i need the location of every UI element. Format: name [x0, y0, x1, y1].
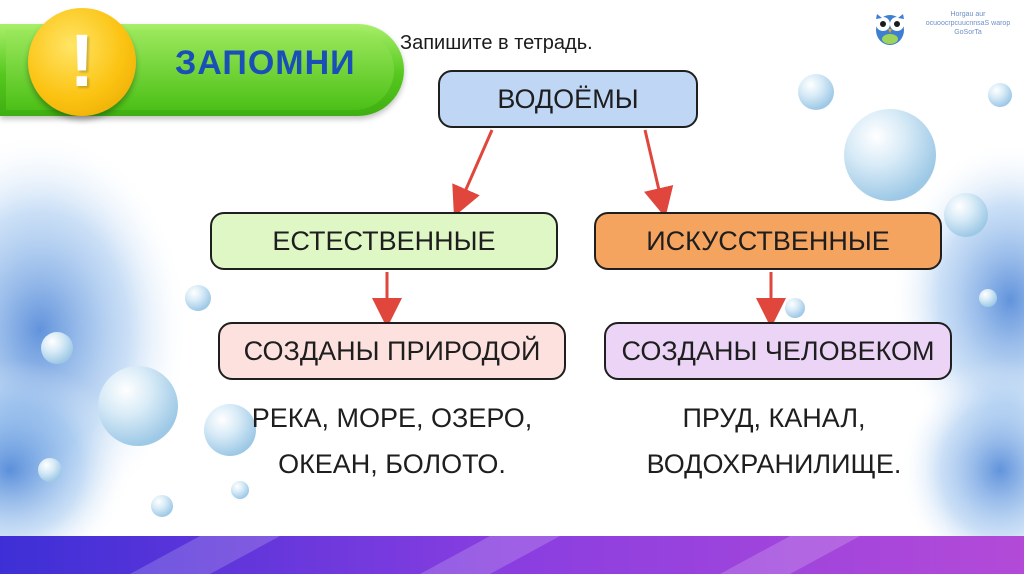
natural-node: ЕСТЕСТВЕННЫЕ [210, 212, 558, 270]
artificial-examples-line-1: ПРУД, КАНАЛ, [682, 403, 866, 433]
root-node-water-bodies: ВОДОЁМЫ [438, 70, 698, 128]
exclamation-badge-icon: ! [28, 8, 136, 116]
bottom-stripe [0, 536, 1024, 574]
natural-examples: РЕКА, МОРЕ, ОЗЕРО, ОКЕАН, БОЛОТО. [212, 395, 572, 487]
arrow-root-to-artificial [643, 129, 674, 218]
instruction-text: Запишите в тетрадь. [400, 32, 593, 54]
artificial-node: ИСКУССТВЕННЫЕ [594, 212, 942, 270]
natural-examples-line-2: ОКЕАН, БОЛОТО. [278, 449, 506, 479]
exclamation-mark: ! [69, 19, 95, 102]
natural-examples-line-1: РЕКА, МОРЕ, ОЗЕРО, [251, 403, 533, 433]
natural-description-node: СОЗДАНЫ ПРИРОДОЙ [218, 322, 566, 380]
bubbles [38, 74, 1012, 517]
artificial-description-node: СОЗДАНЫ ЧЕЛОВЕКОМ [604, 322, 952, 380]
artificial-examples-line-2: ВОДОХРАНИЛИЩЕ. [646, 449, 902, 479]
logo-caption: Horgau aur ocuoocrpcuucnnsaS warop GoSor… [925, 11, 1011, 36]
owl-icon [876, 14, 904, 45]
banner-title: ЗАПОМНИ [175, 44, 356, 82]
artificial-examples: ПРУД, КАНАЛ, ВОДОХРАНИЛИЩЕ. [594, 395, 954, 487]
arrow-root-to-natural [452, 129, 494, 217]
